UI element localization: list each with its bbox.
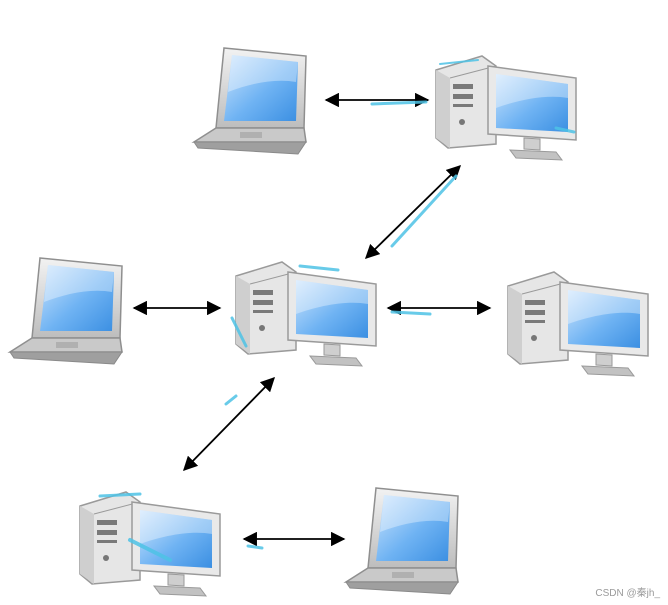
watermark: CSDN @秦jh_ bbox=[595, 588, 660, 599]
artifact-streak bbox=[246, 544, 264, 550]
link-desktop-center-to-desktop-bottom-left bbox=[182, 376, 276, 472]
artifact-streak bbox=[98, 492, 142, 498]
artifact-streak bbox=[370, 100, 428, 106]
desktop-center-desktop-icon bbox=[235, 261, 377, 367]
laptop-bottom-right-laptop-icon bbox=[345, 487, 459, 595]
artifact-streak bbox=[230, 316, 248, 348]
laptop-left-laptop-icon bbox=[9, 257, 123, 365]
artifact-streak bbox=[298, 264, 340, 272]
desktop-right-desktop-icon bbox=[507, 271, 649, 377]
laptop-top-laptop-icon bbox=[193, 47, 307, 155]
desktop-top-right-desktop-icon bbox=[435, 55, 577, 161]
link-desktop-top-right-to-desktop-center bbox=[364, 164, 462, 260]
artifact-streak bbox=[224, 394, 238, 406]
artifact-streak bbox=[554, 126, 576, 134]
artifact-streak bbox=[128, 538, 172, 562]
artifact-streak bbox=[439, 59, 479, 65]
artifact-streak bbox=[390, 310, 432, 316]
artifact-streak bbox=[390, 174, 458, 248]
desktop-bottom-left-desktop-icon bbox=[79, 491, 221, 597]
